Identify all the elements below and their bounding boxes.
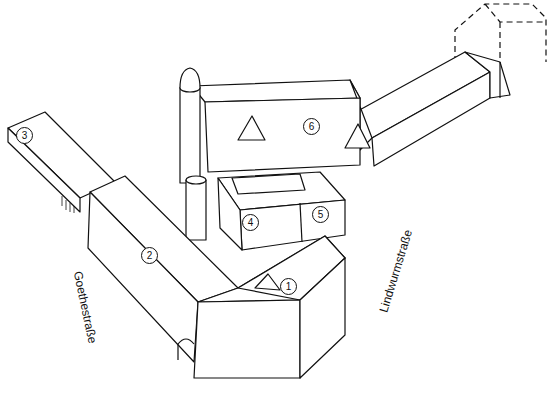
callout-number: 4 bbox=[242, 214, 259, 231]
callout-number: 1 bbox=[280, 278, 297, 295]
callout-number: 5 bbox=[312, 206, 329, 223]
callout-number: 6 bbox=[303, 118, 320, 135]
street-name: Goethestraße bbox=[70, 268, 100, 347]
street-name: Lindwurmstraße bbox=[376, 226, 416, 316]
callout-number: 3 bbox=[16, 127, 33, 144]
callout-number: 2 bbox=[141, 247, 158, 264]
